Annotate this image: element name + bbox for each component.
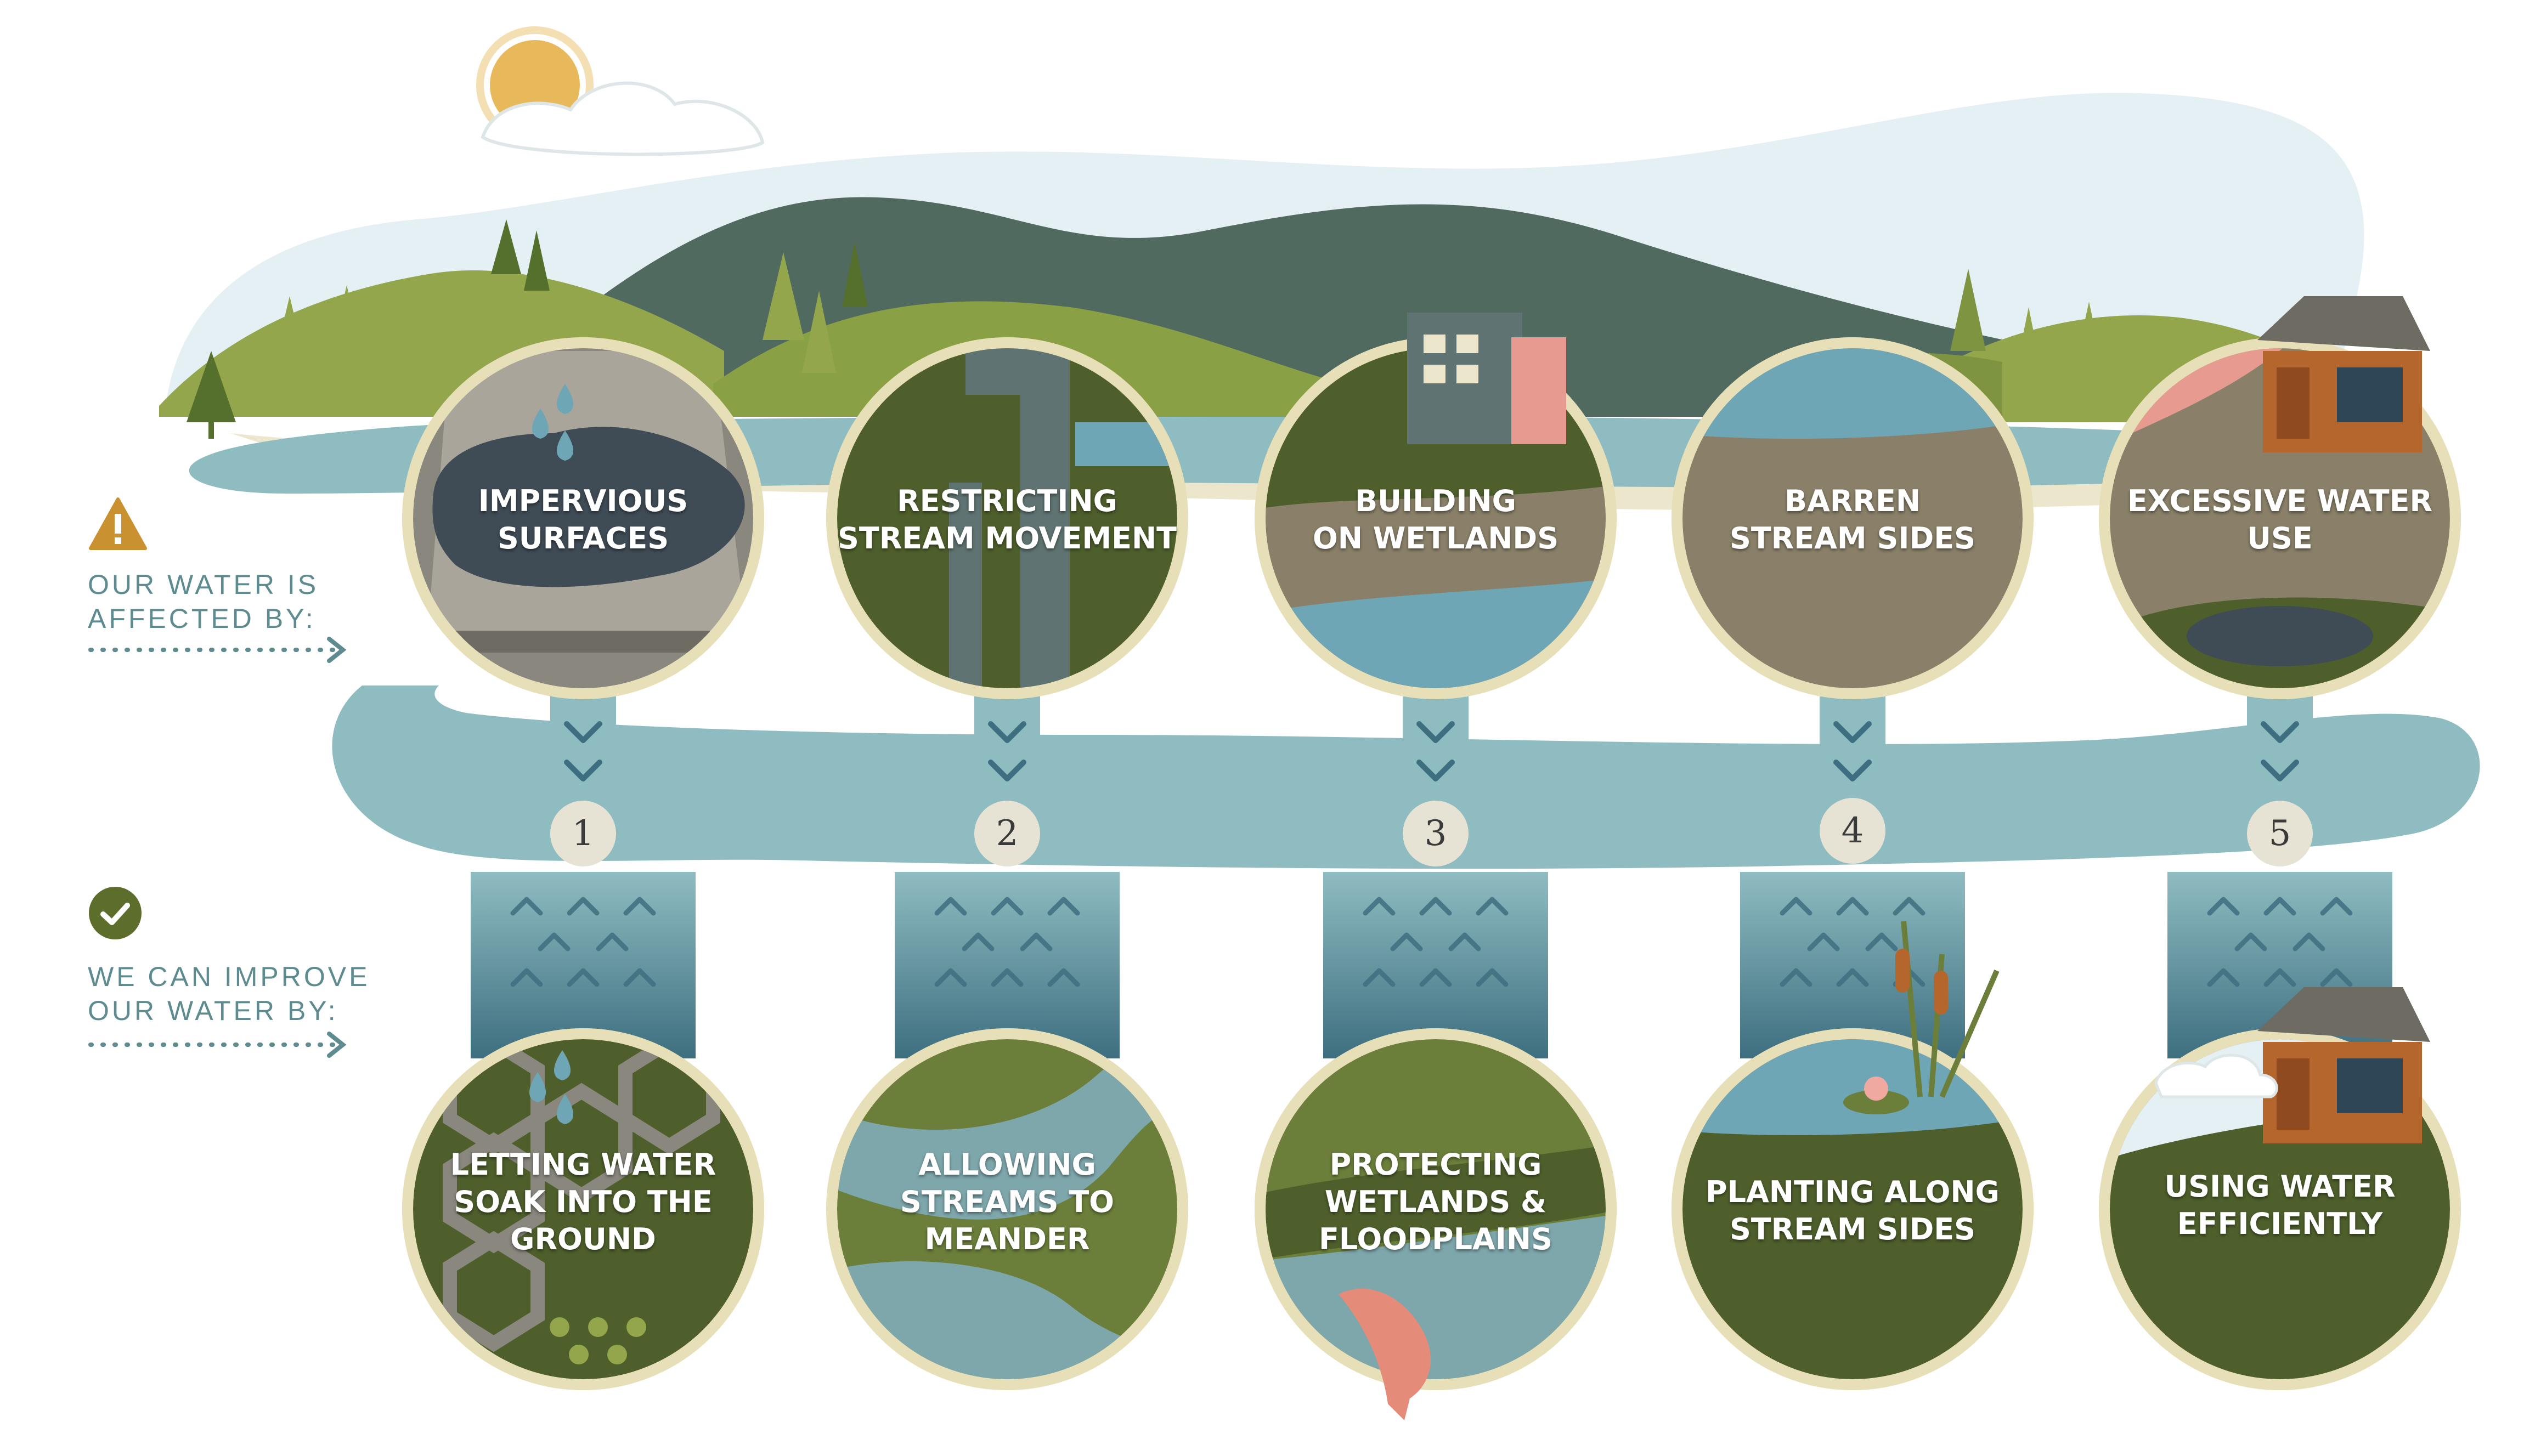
restricting-stream-illustration <box>826 337 1188 699</box>
impervious-surfaces-illustration <box>402 337 764 699</box>
sun-cloud-icon <box>476 26 765 156</box>
meander-illustration <box>826 1028 1188 1390</box>
warning-triangle-icon <box>89 497 147 550</box>
rain-cloud-icon <box>2154 1053 2278 1098</box>
pine-trees <box>187 219 2104 439</box>
dotted-arrow-icon <box>88 1032 347 1058</box>
check-circle-icon <box>89 887 142 939</box>
wetlands-floodplains-illustration <box>1255 1028 1617 1420</box>
water-lily-icon <box>1843 1077 1909 1114</box>
soak-ground-illustration <box>402 1028 764 1390</box>
dotted-arrow-icon <box>88 637 347 663</box>
step-number-3: 3 <box>1403 801 1469 866</box>
step-number-4: 4 <box>1820 798 1885 864</box>
river-lower <box>332 685 2480 869</box>
affected-label: OUR WATER IS AFFECTED BY: <box>88 569 319 634</box>
salmon-icon <box>1339 1288 1431 1420</box>
down-channels <box>550 691 2313 768</box>
building-icon <box>1407 313 1566 444</box>
house-icon <box>2257 296 2430 452</box>
step-number-5: 5 <box>2247 801 2313 866</box>
improve-label: WE CAN IMPROVE OUR WATER BY: <box>88 961 370 1026</box>
water-efficiency-illustration <box>2099 987 2461 1390</box>
barren-stream-illustration <box>1672 337 2034 699</box>
up-chevrons <box>510 897 2353 987</box>
step-number-1: 1 <box>550 801 616 866</box>
step-number-2: 2 <box>974 801 1040 866</box>
water-drops-icon <box>529 1050 573 1124</box>
house-icon <box>2257 987 2430 1143</box>
water-drops-icon <box>532 384 573 461</box>
building-wetlands-illustration <box>1255 313 1617 699</box>
down-chevrons <box>564 721 2299 781</box>
